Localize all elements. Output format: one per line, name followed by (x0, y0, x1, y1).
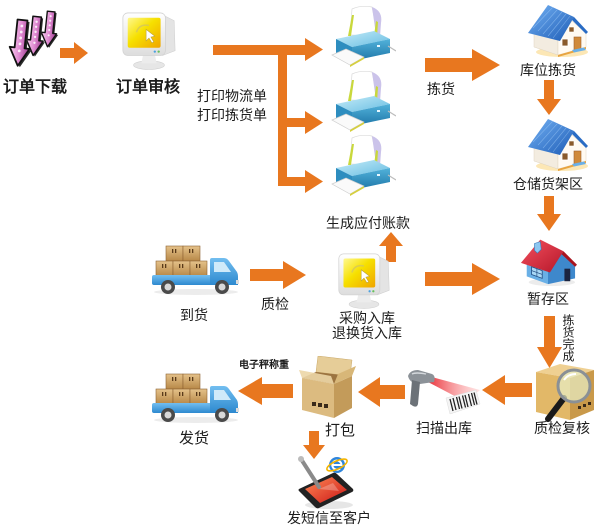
node-payable-label: 生成应付账款 (326, 216, 410, 232)
arrow-qc-recheck-to-scan-out (482, 375, 532, 405)
house-red-roof-icon (519, 231, 577, 287)
arrow-inbound-to-payable (379, 232, 403, 262)
arrow-review-to-printer-2 (287, 111, 323, 134)
node-label: 订单下载 (2, 77, 67, 96)
node-qc-recheck: 质检复核 (524, 362, 600, 440)
arrow-scan-out-to-pack (358, 377, 405, 407)
arrow-print-to-location-picking (425, 49, 500, 81)
arrow-shelves-to-staging (537, 196, 561, 231)
node-arrival: 到货 (148, 244, 240, 328)
connector-printer-trunk (278, 50, 287, 186)
node-label: 扫描出库 (416, 421, 472, 437)
open-box-icon (298, 356, 356, 420)
node-label: 仓储货架区 (513, 177, 583, 193)
node-label: 质检复核 (534, 421, 590, 437)
node-label: 订单审核 (115, 77, 180, 96)
monitor-icon (336, 250, 392, 310)
printer-icon (330, 134, 396, 196)
node-label: 暂存区 (527, 292, 569, 308)
node-storage-shelves: 仓储货架区 (508, 115, 590, 195)
monitor-icon (120, 8, 178, 72)
arrow-review-to-printer-3 (278, 170, 323, 193)
box-magnifier-icon (534, 362, 596, 422)
node-inbound: 采购入库 退换货入库 (326, 250, 408, 342)
barcode-scanner-icon (406, 368, 482, 416)
arrow-pack-to-ship (238, 377, 293, 405)
print-label-logistics: 打印物流单 (197, 89, 267, 105)
node-label-return-inbound: 退换货入库 (332, 326, 402, 342)
arrow-download-to-review (60, 42, 88, 64)
delivery-truck-icon (150, 244, 240, 296)
node-label-purchase-inbound: 采购入库 (339, 311, 395, 327)
node-label: 到货 (180, 308, 208, 324)
arrow-review-to-printer-1 (213, 38, 323, 61)
node-label: 发货 (178, 429, 209, 447)
printer-icon (330, 70, 396, 132)
arrow-location-to-shelves (537, 80, 561, 115)
house-icon (524, 115, 590, 173)
arrow-arrival-to-inbound (250, 261, 306, 289)
download-arrows-icon (4, 8, 62, 72)
node-label: 库位拣货 (520, 63, 576, 79)
arrow-pack-to-sms (303, 431, 325, 459)
house-icon (524, 1, 590, 59)
node-location-picking: 库位拣货 (508, 1, 590, 81)
edge-label-picking-done: 拣货完成 (561, 314, 575, 362)
node-order-download: 订单下载 (0, 6, 70, 98)
node-ship: 发货 (148, 372, 240, 448)
arrow-staging-to-qc-recheck (537, 316, 562, 368)
print-label-picking: 打印拣货单 (197, 108, 267, 124)
arrow-inbound-to-staging (425, 263, 500, 295)
node-scan-out: 扫描出库 (404, 368, 484, 440)
delivery-truck-icon (150, 372, 240, 424)
phone-sms-icon (295, 453, 357, 511)
node-staging-area: 暂存区 (508, 231, 588, 311)
node-label: 打包 (325, 421, 356, 439)
edge-label-quality-check: 质检 (261, 297, 289, 313)
node-sms: 发短信至客户 (282, 453, 376, 528)
node-print (330, 3, 398, 197)
printer-icon (330, 5, 396, 67)
edge-label-picking: 拣货 (427, 82, 455, 98)
edge-label-weighing: 电子秤称重 (239, 360, 289, 371)
node-pack: 打包 (298, 356, 358, 440)
node-order-review: 订单审核 (112, 6, 184, 98)
node-label: 发短信至客户 (287, 511, 371, 527)
